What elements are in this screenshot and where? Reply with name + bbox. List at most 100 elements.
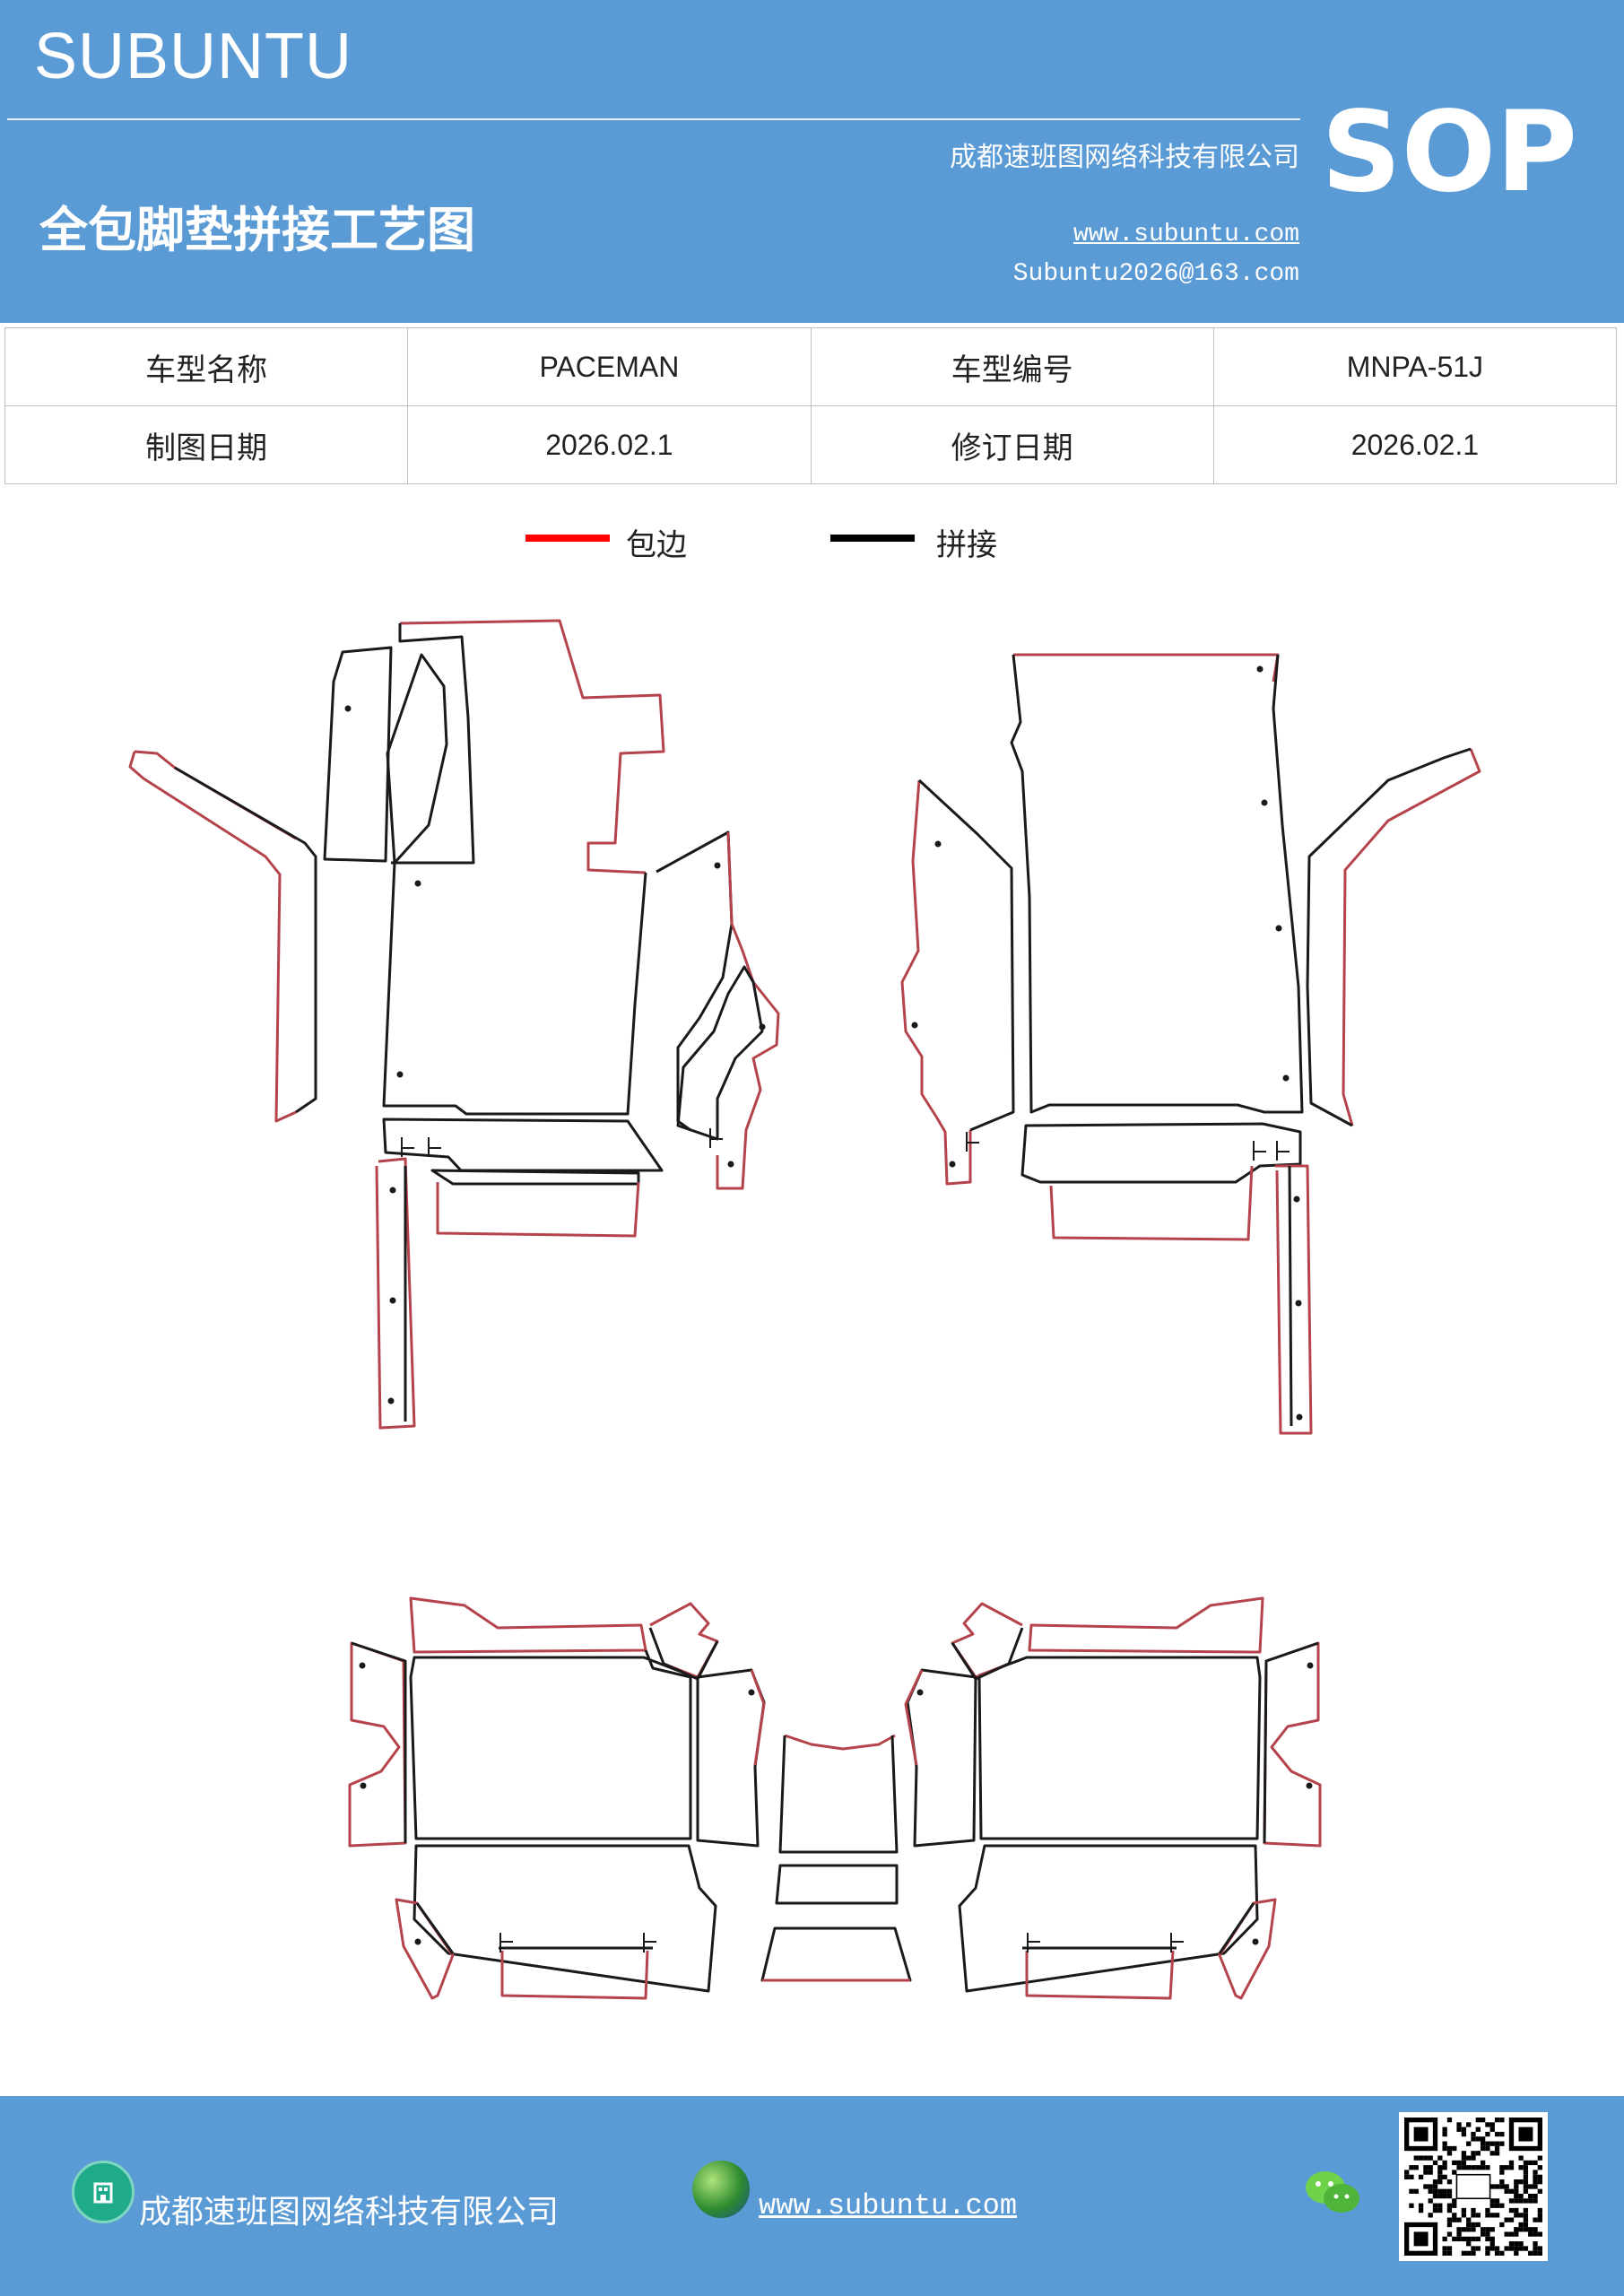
seam-outline [951, 1627, 1024, 1681]
edge-outline [1049, 1165, 1254, 1241]
document-title: 全包脚垫拼接工艺图 [39, 201, 475, 258]
edge-outline [399, 619, 665, 874]
pin-hole [1293, 1196, 1300, 1203]
seam-outline [1010, 654, 1304, 1114]
stitch-markers [401, 1128, 1290, 1952]
pin-hole [396, 1071, 404, 1078]
qr-code [1399, 2112, 1548, 2261]
edge-outline [904, 1669, 924, 1766]
model-name-value: PACEMAN [407, 327, 812, 406]
stitch-marker [499, 1933, 1184, 1952]
legend-label-seam: 拼接 [936, 527, 997, 563]
seam-outline [323, 646, 393, 863]
edge-outline [1028, 1596, 1264, 1654]
legend-item-edge: 包边 [525, 520, 705, 574]
edge-outline [1342, 748, 1481, 1126]
seam-outline [1263, 1641, 1319, 1844]
pin-hole [360, 1782, 367, 1789]
pin-hole [1252, 1938, 1259, 1945]
center-tunnel-group [760, 1734, 912, 1982]
pin-hole [389, 1297, 396, 1304]
stitch-marker [966, 1132, 1290, 1161]
pin-hole [414, 880, 421, 887]
wechat-icon [1302, 2166, 1365, 2220]
model-code-value: MNPA-51J [1212, 327, 1618, 406]
pin-hole [911, 1022, 918, 1029]
sop-badge: SOP [1321, 88, 1577, 217]
drawing-date-label: 制图日期 [4, 405, 409, 484]
front-right-mat-group [900, 653, 1481, 1435]
pin-hole [1295, 1300, 1302, 1307]
seam-outline [676, 965, 764, 1141]
website-link[interactable]: www.subuntu.com [1073, 221, 1299, 248]
seam-outline [391, 623, 475, 865]
pin-hole [1296, 1413, 1303, 1421]
model-code-label: 车型编号 [810, 327, 1214, 406]
seam-outline [382, 862, 647, 1116]
seam-outline [415, 1902, 455, 1954]
seam-outline [413, 1844, 717, 1993]
seam-outline [1288, 1165, 1293, 1427]
footer-company-name: 成都速班图网络科技有限公司 [139, 2194, 560, 2231]
pin-hole [344, 705, 352, 712]
pin-holes [344, 665, 1314, 1945]
edge-outline [409, 1596, 647, 1654]
header-banner: SUBUNTU 成都速班图网络科技有限公司 全包脚垫拼接工艺图 www.subu… [0, 0, 1624, 323]
drawing-date-value: 2026.02.1 [407, 405, 812, 484]
footer-website-link[interactable]: www.subuntu.com [759, 2189, 1018, 2222]
seam-outline [696, 1668, 766, 1848]
pin-hole [949, 1161, 956, 1168]
seam-outline [1306, 747, 1472, 1127]
legend-item-seam: 拼接 [830, 520, 1010, 574]
edge-outline [951, 1602, 1023, 1679]
seam-outline [656, 831, 734, 1132]
pin-hole [1306, 1782, 1313, 1789]
pin-hole [714, 862, 721, 869]
vehicle-info-table: 车型名称 PACEMAN 车型编号 MNPA-51J 制图日期 2026.02.… [4, 327, 1618, 484]
edge-outline [900, 779, 972, 1186]
seam-outline [775, 1864, 899, 1905]
edge-outline [649, 1602, 719, 1679]
globe-icon [692, 2161, 750, 2218]
edge-outline [128, 750, 297, 1123]
pin-hole [1256, 665, 1264, 673]
seam-outline [174, 766, 317, 1114]
qr-code-pattern [1404, 2118, 1542, 2256]
model-name-label: 车型名称 [4, 327, 409, 406]
pin-hole [389, 1187, 396, 1194]
seam-outline [386, 653, 448, 865]
edge-outline [750, 1669, 766, 1766]
pin-hole [759, 1023, 766, 1031]
legend-swatch-edge [525, 535, 610, 542]
edge-outline [1013, 653, 1280, 683]
seam-outline [382, 1118, 664, 1172]
floor-mat-pattern-drawing [128, 619, 1481, 2000]
rear-left-mat-group [348, 1596, 766, 2000]
edge-outline [436, 1181, 640, 1238]
edge-outline [500, 1950, 649, 2000]
footer-banner: 成都速班图网络科技有限公司 www.subuntu.com [0, 2096, 1624, 2296]
pin-hole [934, 840, 942, 848]
pin-hole [1275, 925, 1282, 932]
seam-outline [1218, 1902, 1255, 1954]
stitch-marker [401, 1128, 723, 1157]
header-divider [7, 118, 1300, 120]
table-row: 车型名称 PACEMAN 车型编号 MNPA-51J [4, 327, 1618, 406]
company-name: 成都速班图网络科技有限公司 [950, 142, 1299, 173]
seam-outline [1020, 1122, 1302, 1184]
pin-hole [748, 1689, 755, 1696]
seam-outline [917, 778, 1015, 1132]
table-row: 制图日期 2026.02.1 修订日期 2026.02.1 [4, 405, 1618, 484]
pin-hole [414, 1938, 421, 1945]
pin-hole [727, 1161, 734, 1168]
pin-hole [1282, 1074, 1290, 1082]
pin-hole [1261, 799, 1268, 806]
pin-hole [387, 1397, 395, 1405]
seam-outline [958, 1844, 1259, 1993]
pin-hole [359, 1662, 366, 1669]
seam-outline [351, 1641, 407, 1843]
edge-outline [784, 1734, 896, 1751]
pin-hole [1307, 1662, 1314, 1669]
edge-outline [716, 831, 780, 1190]
seam-outline [906, 1668, 977, 1848]
